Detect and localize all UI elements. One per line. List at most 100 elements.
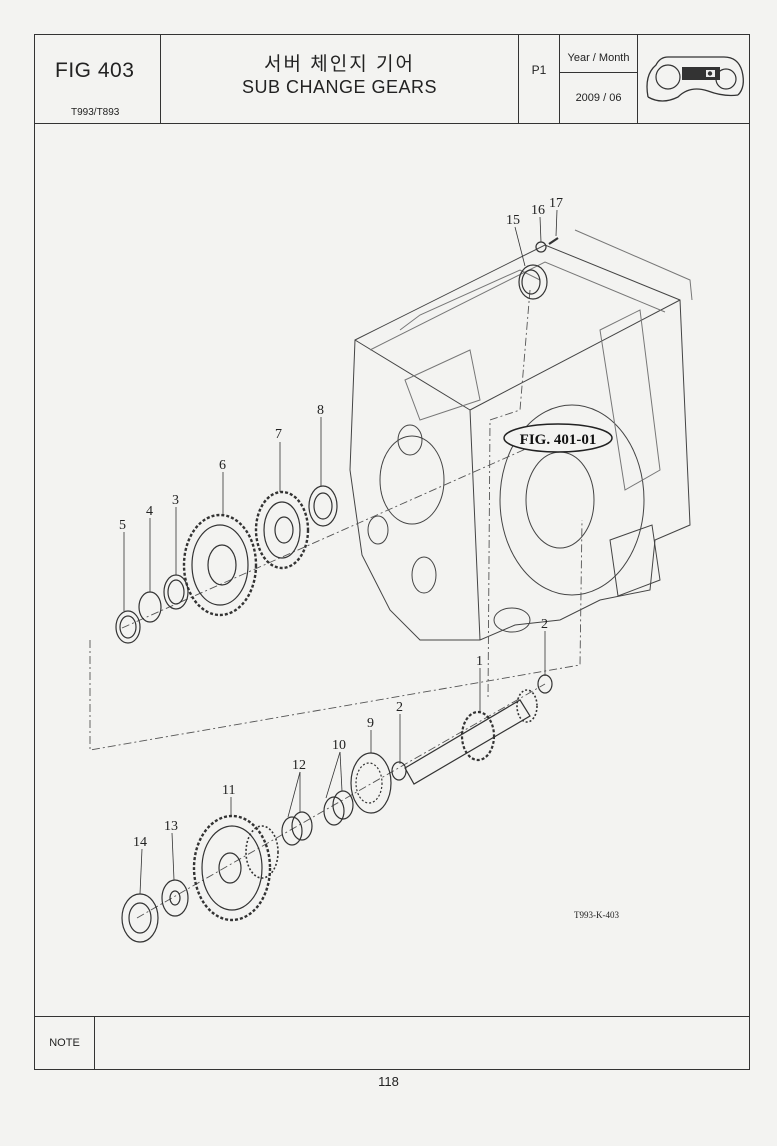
gear-11-teeth: [192, 814, 272, 922]
page-code-cell: P1: [519, 35, 560, 123]
flange-bore: [525, 451, 595, 549]
washer-13: [161, 879, 189, 917]
bore: [411, 556, 437, 594]
page-number: 118: [378, 1074, 399, 1089]
year-month-value: 2009 / 06: [575, 92, 622, 104]
bearing-14-inner: [128, 902, 152, 934]
callout-17: 17: [549, 196, 563, 211]
bearing-14: [121, 893, 159, 943]
bearing-12: [281, 816, 303, 846]
callout-13: 13: [164, 819, 178, 834]
bore: [367, 515, 389, 545]
assembly-line: [89, 519, 583, 751]
year-month-label: Year / Month: [567, 52, 630, 64]
logo-cell: [638, 35, 749, 123]
housing-edge: [399, 269, 541, 331]
leader-line: [287, 771, 301, 818]
callout-12: 12: [292, 758, 306, 773]
leader-line: [139, 848, 143, 895]
bearing-10: [332, 790, 354, 820]
bearing-5-inner: [119, 615, 137, 639]
housing-edge: [354, 339, 481, 641]
bearing-3-inner: [167, 579, 185, 605]
gear-11-hub: [218, 852, 242, 884]
header: FIG 403 T993/T893 서버 체인지 기어 SUB CHANGE G…: [35, 35, 749, 124]
year-month-cell: Year / Month 2009 / 06: [560, 35, 638, 123]
model-list: T993/T893: [71, 107, 120, 118]
assembly-line: [121, 435, 556, 629]
fig-cell: FIG 403 T993/T893: [35, 35, 161, 123]
gear-7: [263, 501, 301, 559]
oil-seal-15-inner: [521, 269, 541, 295]
hub-9-spline: [355, 762, 383, 804]
bearing-10: [323, 796, 345, 826]
gear-7-teeth: [254, 490, 310, 570]
callout-2: 2: [541, 617, 548, 632]
collar-4: [138, 591, 162, 623]
callout-5: 5: [119, 518, 126, 533]
circlip-2: [391, 761, 407, 781]
drawing-code: T993-K-403: [574, 910, 619, 920]
callout-7: 7: [275, 427, 282, 442]
title-english: SUB CHANGE GEARS: [241, 77, 438, 97]
shaft-1: [404, 699, 531, 785]
boss: [493, 607, 531, 633]
callout-2: 2: [396, 700, 403, 715]
housing-edge: [574, 229, 693, 301]
shaft-1-spline: [516, 689, 538, 723]
gear-11: [201, 825, 263, 911]
title-cell: 서버 체인지 기어 SUB CHANGE GEARS: [161, 35, 519, 123]
callout-11: 11: [222, 783, 235, 798]
callout-9: 9: [367, 716, 374, 731]
callout-4: 4: [146, 504, 153, 519]
callout-3: 3: [172, 493, 179, 508]
bearing-5: [115, 610, 141, 644]
callout-10: 10: [332, 738, 346, 753]
housing-edge: [469, 299, 681, 411]
leader-line: [171, 832, 175, 881]
title-korean: 서버 체인지 기어: [264, 54, 415, 75]
callout-8: 8: [317, 403, 324, 418]
figure-number: FIG 403: [55, 59, 135, 82]
inner-rib: [599, 309, 661, 491]
flange: [499, 404, 645, 596]
note-label: NOTE: [35, 1017, 95, 1070]
housing-outline: [349, 244, 691, 641]
gear-11-spline: [245, 825, 279, 879]
callout-6: 6: [219, 458, 226, 473]
page-code: P1: [531, 63, 547, 77]
gear-6-hub: [207, 544, 237, 586]
washer-13-hole: [169, 890, 181, 906]
leader-line: [514, 226, 526, 267]
callout-1: 1: [476, 654, 483, 669]
note-box: NOTE: [35, 1016, 749, 1070]
oil-seal-15: [518, 264, 548, 300]
gear-6-teeth: [182, 513, 258, 617]
fig-reference-oval: [503, 423, 613, 453]
callout-16: 16: [531, 203, 545, 218]
side-plate: [609, 524, 661, 597]
bore: [379, 435, 445, 525]
fig-reference-label: FIG. 401-01: [520, 432, 597, 448]
bore: [397, 424, 423, 456]
parts-sheet: FIG 403 T993/T893 서버 체인지 기어 SUB CHANGE G…: [34, 34, 750, 1070]
bearing-8-inner: [313, 492, 333, 520]
bearing-8: [308, 485, 338, 527]
tractor-icon: [646, 56, 744, 102]
inner-rib: [404, 349, 481, 421]
leader-line: [555, 209, 558, 237]
bolt-17: [548, 237, 559, 245]
bearing-12: [291, 811, 313, 841]
gear-6: [191, 524, 249, 606]
leader-line: [325, 751, 341, 799]
gear-7-hub: [274, 516, 294, 544]
divider: [560, 72, 637, 73]
hub-9: [350, 752, 392, 814]
leader-line: [339, 751, 343, 792]
assembly-line: [487, 289, 531, 701]
leader-line: [539, 216, 542, 243]
callout-15: 15: [506, 213, 520, 228]
housing-edge: [369, 261, 666, 351]
shaft-1-gear: [460, 710, 496, 762]
